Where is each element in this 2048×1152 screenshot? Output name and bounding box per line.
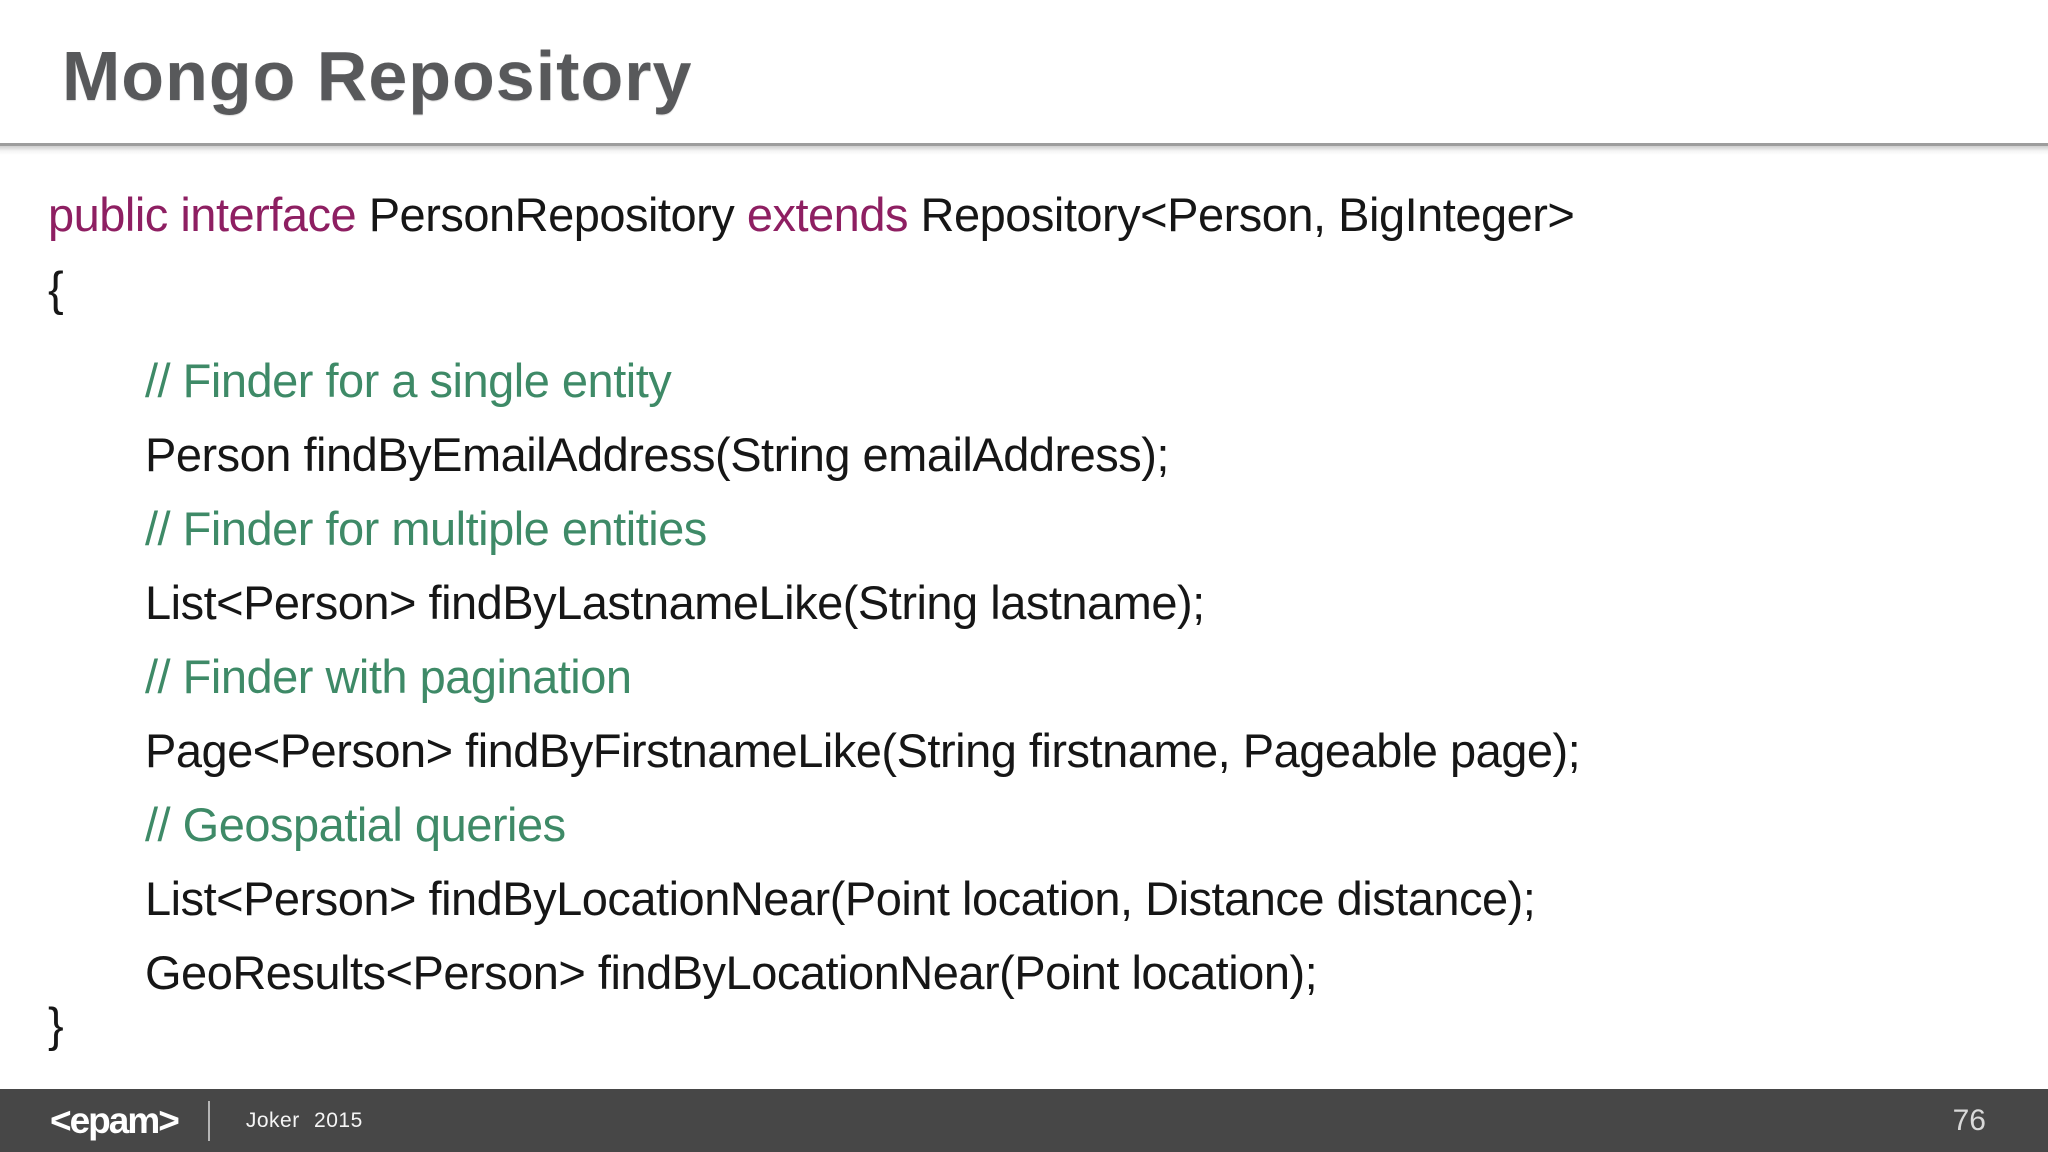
slide-title: Mongo Repository	[62, 37, 693, 115]
footer-divider	[207, 1100, 210, 1141]
code-method-line: List<Person> findByLocationNear(Point lo…	[145, 872, 1536, 925]
interface-name: PersonRepository	[368, 188, 735, 241]
page-number: 76	[1952, 1103, 1986, 1137]
slide-footer: <epam> Joker 2015 76	[0, 1089, 2048, 1152]
code-declaration-line: public interface PersonRepository extend…	[48, 178, 1580, 252]
slide-header: Mongo Repository	[0, 0, 2048, 143]
supertype-name: Repository<Person, BigInteger>	[920, 188, 1575, 241]
code-comment-line: // Finder for a single entity	[145, 354, 672, 407]
code-method-line: Page<Person> findByFirstnameLike(String …	[145, 724, 1581, 777]
keyword-extends: extends	[746, 188, 909, 241]
code-comment-line: // Finder with pagination	[145, 650, 632, 703]
code-block: public interface PersonRepository extend…	[48, 178, 1581, 1062]
code-method-line: GeoResults<Person> findByLocationNear(Po…	[145, 946, 1318, 999]
code-body: // Finder for a single entity Person fin…	[48, 344, 1581, 1010]
close-brace: }	[48, 998, 64, 1051]
code-comment-line: // Finder for multiple entities	[145, 502, 707, 555]
footer-event-label: Joker 2015	[245, 1108, 363, 1132]
code-comment-line: // Geospatial queries	[145, 798, 566, 851]
epam-logo: <epam>	[50, 1099, 180, 1141]
code-method-line: Person findByEmailAddress(String emailAd…	[145, 428, 1169, 481]
code-method-line: List<Person> findByLastnameLike(String l…	[145, 576, 1205, 629]
keyword-public-interface: public interface	[48, 188, 357, 241]
open-brace: {	[48, 262, 64, 315]
title-divider	[0, 143, 2048, 155]
